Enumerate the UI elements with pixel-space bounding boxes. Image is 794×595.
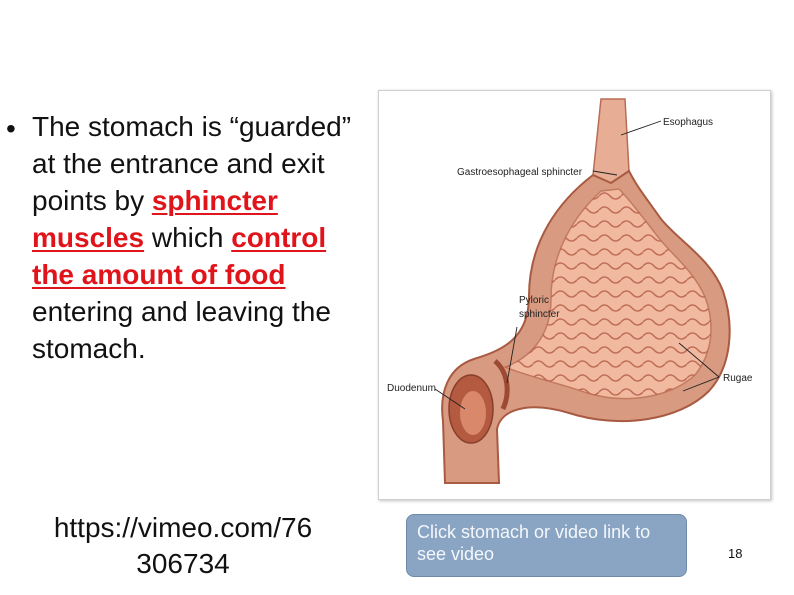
esophagus-tube (592, 98, 630, 184)
highlight-control-amount: control the amount of food (32, 222, 327, 290)
bullet-text-part3: entering and leaving the stomach. (32, 296, 331, 364)
highlight-sphincter-muscles: sphincter muscles (32, 185, 278, 253)
label-pyloric-sphincter: sphincter (519, 309, 560, 320)
label-esophagus: Esophagus (663, 117, 713, 128)
video-link-line1: https://vimeo.com/76 (53, 512, 313, 543)
stomach-diagram: Esophagus Gastroesophageal sphincter Pyl… (387, 98, 753, 484)
leader-duodenum (434, 388, 466, 410)
stomach-figure[interactable]: Esophagus Gastroesophageal sphincter Pyl… (378, 90, 771, 500)
label-pyloric: Pyloric (519, 295, 549, 306)
label-rugae: Rugae (723, 373, 753, 384)
leader-pyloric (506, 326, 518, 384)
bullet-text-part1: The stomach is “guarded” at the entrance… (32, 111, 352, 216)
pyloric-sphincter (493, 359, 510, 411)
leader-rugae-1 (678, 342, 720, 378)
video-callout[interactable]: Click stomach or video link to see video (406, 514, 687, 577)
label-duodenum: Duodenum (387, 383, 436, 394)
video-link[interactable]: https://vimeo.com/76 306734 (20, 510, 346, 582)
bullet-marker: • (6, 113, 16, 144)
video-link-line2: 306734 (136, 548, 230, 579)
leader-esophagus (620, 120, 662, 136)
rugae-folds (505, 189, 711, 399)
leader-rugae-2 (682, 376, 720, 392)
leader-gastro (592, 170, 618, 176)
page-number: 18 (728, 546, 743, 561)
bullet-text: The stomach is “guarded” at the entrance… (32, 108, 366, 367)
duodenum-lumen (460, 391, 486, 435)
bullet-text-part2: which (144, 222, 232, 253)
label-gastroesophageal-sphincter: Gastroesophageal sphincter (457, 167, 583, 178)
bullet-block: • The stomach is “guarded” at the entran… (6, 108, 366, 367)
